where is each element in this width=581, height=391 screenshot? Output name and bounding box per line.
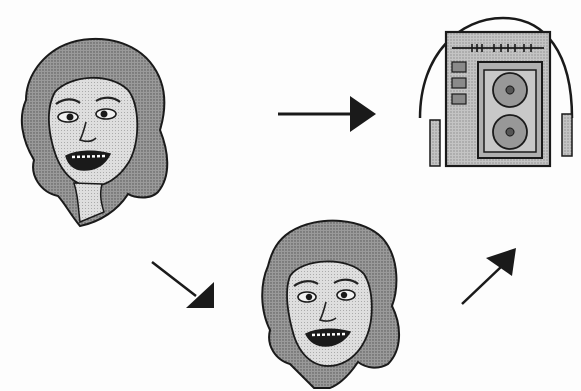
right-earcup-icon — [562, 114, 572, 156]
tape-recorder-icon — [420, 18, 572, 166]
speaker-face-icon — [22, 39, 167, 226]
arrow-down-right-icon — [152, 262, 214, 308]
arrow-up-right-icon — [462, 248, 516, 304]
arrow-right-icon — [278, 96, 376, 132]
left-earcup-icon — [430, 120, 440, 166]
listener-face-icon — [262, 221, 399, 388]
